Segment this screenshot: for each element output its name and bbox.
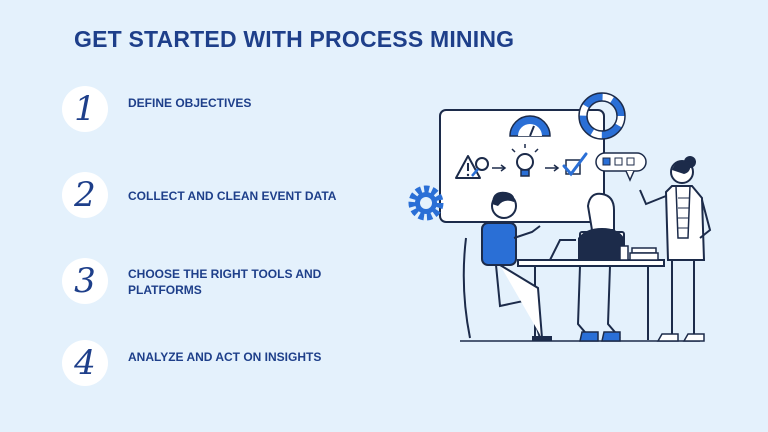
step-2: 2 COLLECT AND CLEAN EVENT DATA [62,172,392,218]
step-number: 3 [74,261,96,301]
step-number-badge [62,340,108,386]
step-label: CHOOSE THE RIGHT TOOLS AND PLATFORMS [128,267,322,297]
speech-bubble-icon [595,152,647,182]
person-man [462,191,552,341]
step-1: 1 DEFINE OBJECTIVES [62,86,392,132]
step-number-badge [62,172,108,218]
arrow-icon [545,164,560,172]
step-number-badge [62,86,108,132]
gear-icon [408,185,444,221]
gauge-icon [509,115,551,137]
person-standing-woman [639,156,712,342]
step-number-badge [62,258,108,304]
step-3: 3 CHOOSE THE RIGHT TOOLS AND PLATFORMS [62,258,392,304]
step-label: DEFINE OBJECTIVES [128,96,252,110]
step-4: 4 ANALYZE AND ACT ON INSIGHTS [62,340,392,386]
lightbulb-icon [511,144,539,177]
warning-icon [455,155,481,179]
step-number: 1 [74,89,96,129]
step-number: 2 [74,175,96,215]
step-label: ANALYZE AND ACT ON INSIGHTS [128,350,322,364]
checkmark-icon [562,152,588,177]
arrow-icon [492,164,507,172]
lifebuoy-icon [578,92,626,140]
page-title: GET STARTED WITH PROCESS MINING [74,26,515,52]
person-woman [576,192,624,342]
books-icon [619,245,659,261]
team-meeting-illustration [408,92,712,342]
step-label: COLLECT AND CLEAN EVENT DATA [128,189,337,203]
magnifier-icon [471,157,489,177]
step-number: 4 [74,343,96,383]
